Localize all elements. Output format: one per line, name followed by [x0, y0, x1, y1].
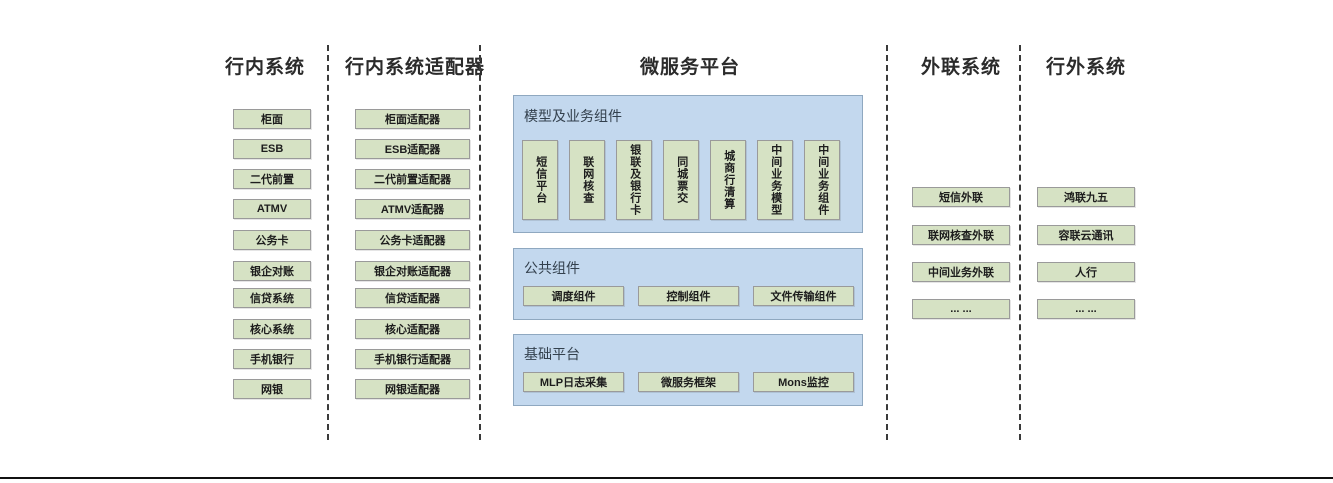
list-item[interactable]: 中间业务外联: [912, 262, 1010, 282]
divider-3: [886, 45, 888, 440]
column-title-internal-adapters: 行内系统适配器: [344, 57, 485, 78]
list-item[interactable]: 信贷适配器: [355, 288, 470, 308]
list-item[interactable]: 短信平台: [522, 140, 558, 220]
list-item[interactable]: ... ...: [1037, 299, 1135, 319]
list-item[interactable]: 文件传输组件: [753, 286, 854, 306]
divider-1: [327, 45, 329, 440]
list-item[interactable]: ESB适配器: [355, 139, 470, 159]
list-item[interactable]: 公务卡适配器: [355, 230, 470, 250]
list-item[interactable]: 城商行清算: [710, 140, 746, 220]
column-title-external-link-systems: 外联系统: [920, 57, 1001, 78]
list-item[interactable]: 控制组件: [638, 286, 739, 306]
divider-4: [1019, 45, 1021, 440]
list-item[interactable]: 容联云通讯: [1037, 225, 1135, 245]
list-item[interactable]: 中间业务组件: [804, 140, 840, 220]
list-item[interactable]: 二代前置: [233, 169, 311, 189]
list-item[interactable]: MLP日志采集: [523, 372, 624, 392]
list-item[interactable]: 柜面适配器: [355, 109, 470, 129]
list-item[interactable]: 短信外联: [912, 187, 1010, 207]
list-item[interactable]: 调度组件: [523, 286, 624, 306]
list-item[interactable]: 公务卡: [233, 230, 311, 250]
list-item[interactable]: Mons监控: [753, 372, 854, 392]
list-item[interactable]: 核心适配器: [355, 319, 470, 339]
bottom-divider: [0, 477, 1333, 479]
list-item[interactable]: 微服务框架: [638, 372, 739, 392]
list-item[interactable]: 手机银行: [233, 349, 311, 369]
list-item[interactable]: 手机银行适配器: [355, 349, 470, 369]
list-item[interactable]: 联网核查: [569, 140, 605, 220]
list-item[interactable]: 联网核查外联: [912, 225, 1010, 245]
list-item[interactable]: 核心系统: [233, 319, 311, 339]
list-item[interactable]: 二代前置适配器: [355, 169, 470, 189]
list-item[interactable]: 人行: [1037, 262, 1135, 282]
list-item[interactable]: 银企对账适配器: [355, 261, 470, 281]
list-item[interactable]: 银企对账: [233, 261, 311, 281]
list-item[interactable]: 鸿联九五: [1037, 187, 1135, 207]
list-item[interactable]: 中间业务模型: [757, 140, 793, 220]
panel-title-model-and-business-components: 模型及业务组件: [524, 108, 622, 124]
list-item[interactable]: ESB: [233, 139, 311, 159]
panel-title-base-platform: 基础平台: [524, 346, 580, 362]
list-item[interactable]: 银联及银行卡: [616, 140, 652, 220]
column-title-microservice-platform: 微服务平台: [639, 57, 740, 78]
column-title-outside-bank-systems: 行外系统: [1045, 57, 1126, 78]
list-item[interactable]: ... ...: [912, 299, 1010, 319]
panel-public-components: [513, 248, 863, 320]
list-item[interactable]: ATMV: [233, 199, 311, 219]
list-item[interactable]: 网银: [233, 379, 311, 399]
list-item[interactable]: 信贷系统: [233, 288, 311, 308]
list-item[interactable]: 网银适配器: [355, 379, 470, 399]
list-item[interactable]: ATMV适配器: [355, 199, 470, 219]
list-item[interactable]: 同城票交: [663, 140, 699, 220]
panel-title-public-components: 公共组件: [524, 260, 580, 276]
divider-2: [479, 45, 481, 440]
column-title-internal-systems: 行内系统: [224, 57, 305, 78]
panel-base-platform: [513, 334, 863, 406]
list-item[interactable]: 柜面: [233, 109, 311, 129]
